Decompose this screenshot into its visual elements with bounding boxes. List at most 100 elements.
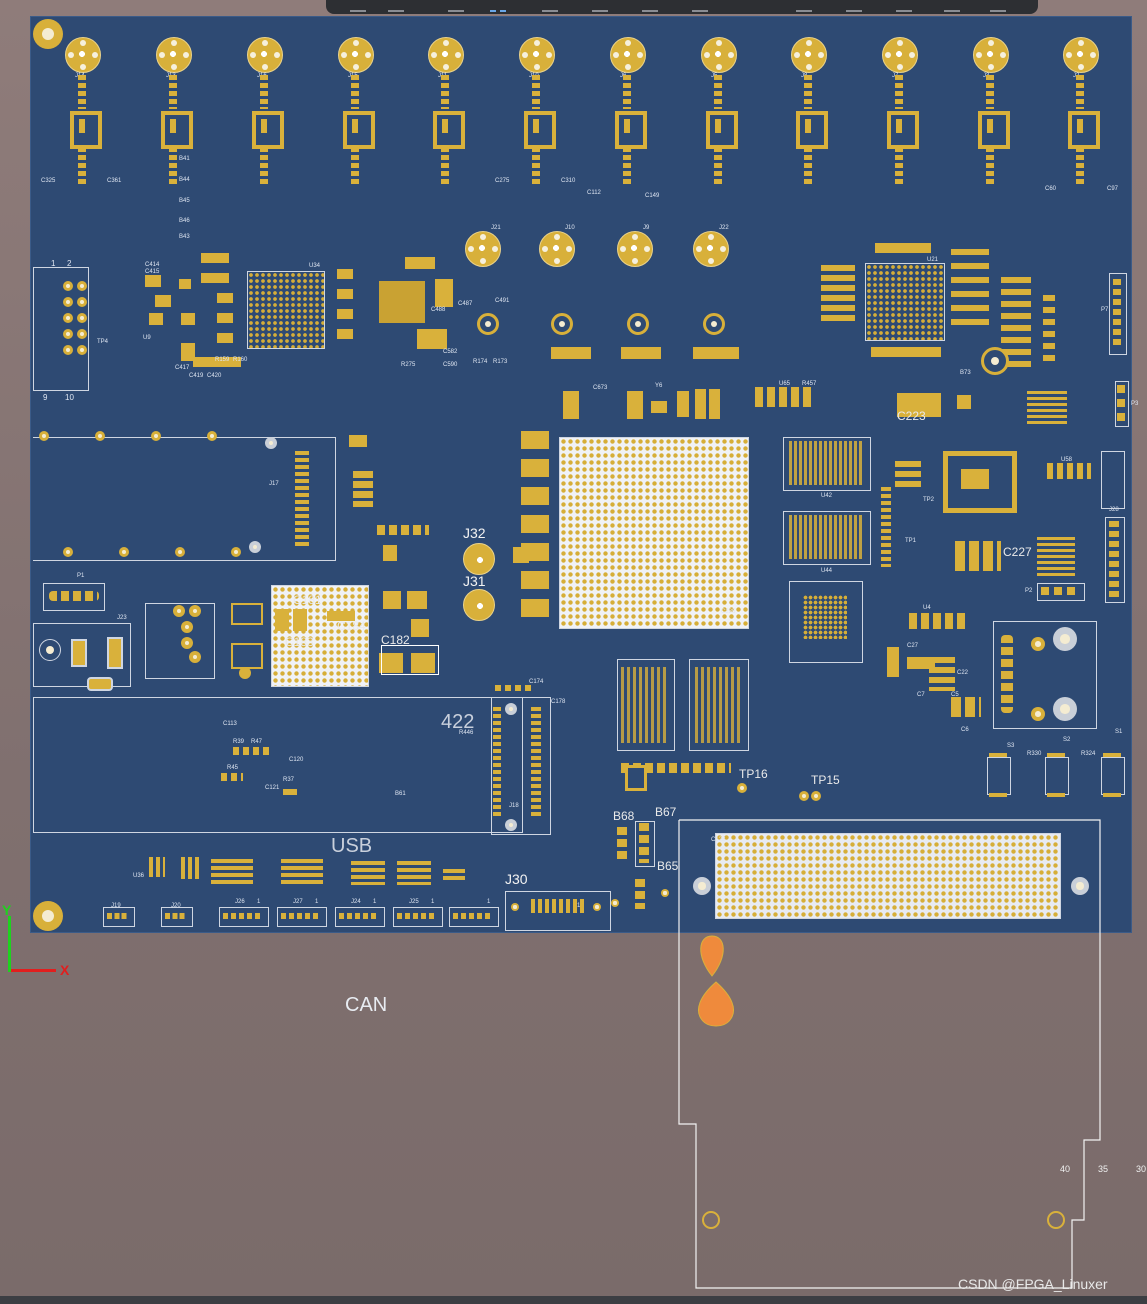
connector-p7[interactable] [1109,273,1127,355]
bottom-connector[interactable] [103,907,135,927]
sma-connector[interactable] [617,231,653,267]
sma-connector[interactable] [610,37,646,73]
mount-hole [231,547,241,557]
measure-icon[interactable] [896,0,912,12]
transformer[interactable] [524,111,556,149]
sma-connector[interactable] [463,589,495,621]
sma-connector[interactable] [791,37,827,73]
connector-j30[interactable] [505,891,611,931]
connector-p2[interactable] [1037,583,1085,601]
connector-j28[interactable] [1105,517,1125,603]
pen-icon[interactable] [990,0,1006,12]
high-density-connector[interactable] [715,833,1061,919]
sma-connector[interactable] [519,37,555,73]
transformer[interactable] [706,111,738,149]
component-icon[interactable] [692,0,708,12]
memory-u42[interactable] [783,437,871,491]
connector-422-outline[interactable] [33,697,523,833]
marker-top[interactable] [700,935,724,977]
sma-connector[interactable] [1063,37,1099,73]
text-tool-icon[interactable] [944,0,960,12]
connector-j18[interactable] [491,697,551,835]
sma-connector[interactable] [465,231,501,267]
sma-connector[interactable] [247,37,283,73]
sma-connector[interactable] [973,37,1009,73]
test-point[interactable] [737,783,747,793]
transformer[interactable] [978,111,1010,149]
small-bga[interactable] [803,595,847,639]
route-icon[interactable] [592,0,608,12]
transformer[interactable] [1068,111,1100,149]
pin-label: 2 [67,259,72,268]
pad [651,401,667,413]
silk-r446: R446 [459,730,474,736]
power-inductor[interactable] [379,281,425,323]
transformer[interactable] [343,111,375,149]
ddr-chip[interactable] [617,659,675,751]
silk-j20: J20 [171,903,181,909]
move-icon[interactable] [350,0,366,12]
ddr-chip[interactable] [689,659,749,751]
sma-connector[interactable] [693,231,729,267]
hole [505,703,517,715]
sma-connector[interactable] [463,543,495,575]
bottom-connector[interactable] [449,907,499,927]
connector-p3[interactable] [1115,381,1129,427]
switch-module[interactable] [145,603,215,679]
sma-connector[interactable] [882,37,918,73]
sma-connector[interactable] [539,231,575,267]
ethernet-connector[interactable] [993,621,1097,729]
transformer-core [624,119,630,133]
grid-icon[interactable] [542,0,558,12]
mount-hole [265,437,277,449]
sma-connector[interactable] [156,37,192,73]
filter-icon[interactable] [388,0,404,12]
transformer[interactable] [887,111,919,149]
sma-connector[interactable] [65,37,101,73]
chip-outline[interactable] [789,581,863,663]
pad [201,273,229,283]
bga-u21[interactable] [865,263,945,341]
sma-connector[interactable] [428,37,464,73]
bottom-connector[interactable] [277,907,327,927]
fpga-bga[interactable] [559,437,749,629]
transformer[interactable] [796,111,828,149]
pad-array [875,243,931,253]
connector-p1[interactable] [43,583,105,611]
transformer[interactable] [433,111,465,149]
bga-u34[interactable] [247,271,325,349]
transformer[interactable] [70,111,102,149]
interactive-route-icon[interactable] [642,0,658,12]
bga-c181-area[interactable] [271,585,369,687]
bottom-connector[interactable] [393,907,443,927]
pin [181,621,193,633]
pcb-board[interactable]: C325 C361 C275 C310 C112 C149 C60 C97 B4… [30,16,1138,933]
bottom-connector[interactable] [219,907,269,927]
bottom-connector[interactable] [161,907,193,927]
power-jack-j23[interactable] [33,623,131,687]
select-icon[interactable] [448,0,464,12]
jack-pin [71,639,87,667]
bottom-connector[interactable] [335,907,385,927]
marker-bottom[interactable] [698,981,734,1027]
align-icon[interactable] [490,0,506,12]
transformer[interactable] [161,111,193,149]
sma-connector[interactable] [338,37,374,73]
connector-pins [281,913,321,919]
test-point[interactable] [811,791,821,801]
header-connector-outline[interactable] [33,267,89,391]
transformer[interactable] [252,111,284,149]
transformer[interactable] [615,111,647,149]
location-marker[interactable] [690,934,740,1030]
text-icon[interactable] [846,0,862,12]
silk-c673: C673 [593,385,608,391]
sma-connector[interactable] [701,37,737,73]
memory-u44[interactable] [783,511,871,565]
connector-label-j9: J9 [643,225,650,231]
rect-icon[interactable] [796,0,812,12]
silk-c420: C420 [207,373,222,379]
qfn-chip[interactable] [943,451,1017,513]
test-point[interactable] [799,791,809,801]
silk-r324: R324 [1081,751,1096,757]
silk-b61: B61 [395,791,406,797]
